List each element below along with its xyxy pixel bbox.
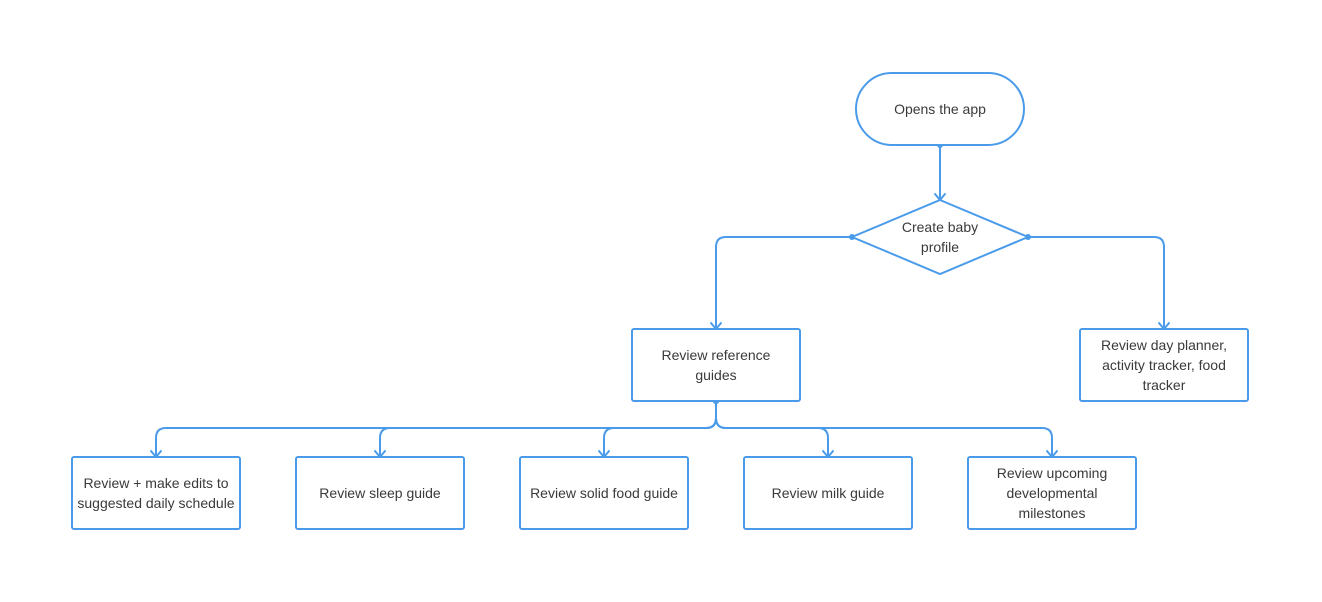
node-milestones: Review upcoming developmental milestones bbox=[967, 456, 1137, 530]
edge-start-to-decision bbox=[934, 142, 946, 201]
node-shape-sleep bbox=[295, 456, 465, 530]
node-shape-milk bbox=[743, 456, 913, 530]
node-label-milestones: developmental bbox=[1006, 485, 1097, 501]
connector-line bbox=[715, 236, 852, 329]
connector-line bbox=[1028, 236, 1165, 329]
connectors bbox=[150, 142, 1170, 458]
node-shape-planner bbox=[1079, 328, 1249, 402]
node-schedule: Review + make edits to suggested daily sc… bbox=[71, 456, 241, 530]
node-label-decision: profile bbox=[921, 239, 959, 255]
connector-line bbox=[603, 401, 717, 457]
connector-line bbox=[715, 401, 1053, 457]
node-label-solid: Review solid food guide bbox=[530, 485, 678, 501]
node-label-sleep: Review sleep guide bbox=[319, 485, 441, 501]
node-planner: Review day planner, activity tracker, foo… bbox=[1079, 328, 1249, 402]
node-label-reference: Review reference bbox=[662, 347, 771, 363]
edge-reference-to-solid bbox=[598, 398, 719, 458]
node-decision: Create baby profile bbox=[849, 198, 1031, 276]
node-shape-decision bbox=[849, 198, 1031, 276]
node-label-milestones: milestones bbox=[1019, 505, 1086, 521]
node-reference: Review reference guides bbox=[631, 328, 801, 402]
node-label-planner: tracker bbox=[1143, 377, 1186, 393]
node-shape-milestones bbox=[967, 456, 1137, 530]
node-label-planner: activity tracker, food bbox=[1102, 357, 1226, 373]
node-label-milestones: Review upcoming bbox=[997, 465, 1108, 481]
edge-reference-to-milestones bbox=[713, 398, 1058, 458]
node-label-decision: Create baby bbox=[902, 219, 978, 235]
node-start: Opens the app bbox=[855, 72, 1025, 146]
edge-decision-to-reference bbox=[710, 234, 855, 330]
node-milk: Review milk guide bbox=[743, 456, 913, 530]
edge-decision-to-planner bbox=[1025, 234, 1170, 330]
node-label-start: Opens the app bbox=[894, 101, 986, 117]
node-label-planner: Review day planner, bbox=[1101, 337, 1227, 353]
node-label-reference: guides bbox=[695, 367, 736, 383]
node-label-schedule: Review + make edits to bbox=[83, 475, 228, 491]
node-shape-schedule bbox=[71, 456, 241, 530]
node-solid: Review solid food guide bbox=[519, 456, 689, 530]
node-label-milk: Review milk guide bbox=[772, 485, 885, 501]
node-shape-reference bbox=[631, 328, 801, 402]
node-sleep: Review sleep guide bbox=[295, 456, 465, 530]
node-shape-solid bbox=[519, 456, 689, 530]
node-label-schedule: suggested daily schedule bbox=[77, 495, 234, 511]
node-shape-start bbox=[855, 72, 1025, 146]
